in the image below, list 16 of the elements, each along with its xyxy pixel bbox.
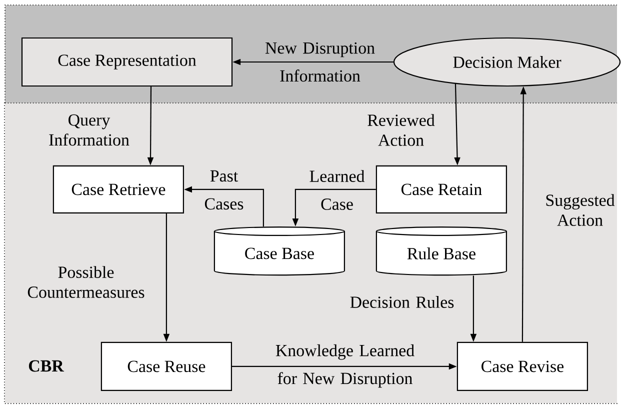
process-box: Case Retrieve — [52, 165, 184, 214]
edge-label: Reviewed Action — [368, 114, 435, 146]
process-box: Case Revise — [456, 342, 588, 391]
edge-label: Possible Countermeasures — [28, 266, 144, 298]
edge-label: Knowledge Learned for New Disruption — [276, 344, 414, 388]
database-cylinder: Case Base — [214, 226, 345, 276]
database-cylinder: Rule Base — [376, 226, 507, 276]
edge-label: Decision Rules — [350, 296, 454, 308]
edge-label: Suggested Action — [546, 194, 615, 226]
process-box: Case Retain — [376, 165, 507, 214]
edge-label: Learned Case — [310, 170, 365, 210]
process-box: Case Representation — [21, 37, 233, 87]
edge-label: Past Cases — [204, 170, 244, 210]
edge-label: New Disruption Information — [265, 42, 375, 82]
edge-label: Query Information — [49, 114, 130, 146]
process-box: Case Reuse — [100, 342, 232, 391]
